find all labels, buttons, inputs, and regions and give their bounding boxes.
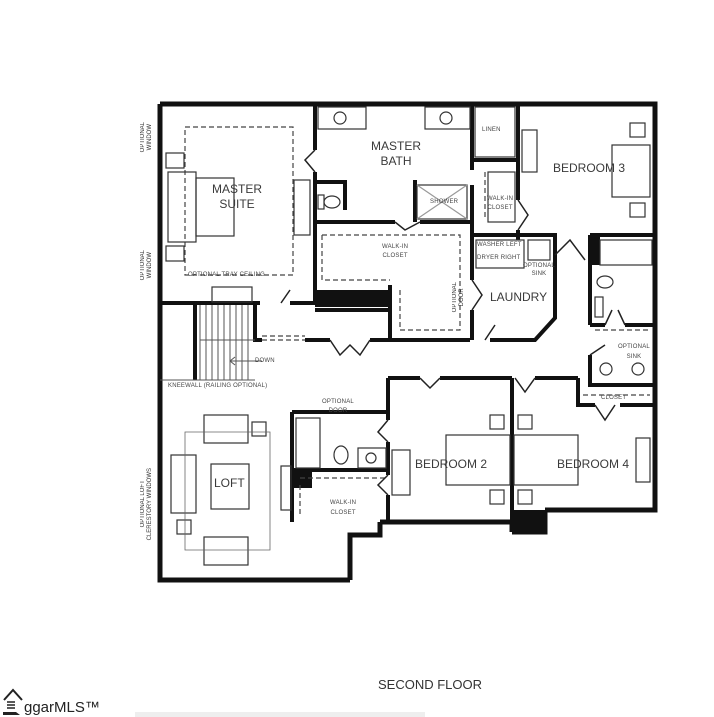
label-optional-door-laundry: OPTIONAL DOOR	[452, 282, 465, 313]
label-optional-tray-ceiling: OPTIONAL TRAY CEILING	[188, 272, 265, 278]
label-washer-left: WASHER LEFT	[477, 242, 522, 248]
room-label-master-bath: MASTER BATH	[371, 139, 422, 168]
room-label-bedroom-2: BEDROOM 2	[415, 457, 488, 471]
house-icon	[3, 688, 23, 715]
room-label-loft: LOFT	[214, 476, 245, 490]
label-optional-sink-bath: OPTIONAL SINK	[618, 344, 650, 360]
label-walkin-closet-bed3: WALK-IN CLOSET	[487, 196, 514, 211]
label-kneewall: KNEEWALL (RAILING OPTIONAL)	[168, 383, 268, 389]
label-linen: LINEN	[482, 127, 501, 133]
mls-logo-text: ggarMLS™	[24, 699, 100, 716]
room-label-bedroom-3: BEDROOM 3	[553, 161, 626, 175]
floor-title: SECOND FLOOR	[378, 677, 483, 692]
label-optional-window-bottom: OPTIONAL WINDOW	[140, 250, 153, 281]
label-down: DOWN	[255, 358, 275, 364]
room-label-master-suite: MASTER SUITE	[212, 182, 263, 211]
label-optional-sink-laundry: OPTIONAL SINK	[523, 263, 555, 277]
label-closet-bed4: CLOSET	[601, 395, 627, 401]
room-label-bedroom-4: BEDROOM 4	[557, 457, 630, 471]
label-shower: SHOWER	[430, 199, 459, 205]
label-optional-window-top: OPTIONAL WINDOW	[140, 122, 153, 153]
mls-logo: ggarMLS™	[2, 686, 100, 716]
label-optional-door-bath: OPTIONAL DOOR	[322, 399, 354, 414]
label-walkin-closet-bed2: WALK-IN CLOSET	[330, 500, 357, 516]
label-dryer-right: DRYER RIGHT	[477, 255, 521, 261]
bottom-bar	[135, 712, 425, 717]
room-label-laundry: LAUNDRY	[490, 290, 548, 304]
label-optional-loft-windows: OPTIONAL LOFT CLERESTORY WINDOWS	[140, 468, 153, 541]
label-walkin-closet-master: WALK-IN CLOSET	[382, 244, 409, 259]
